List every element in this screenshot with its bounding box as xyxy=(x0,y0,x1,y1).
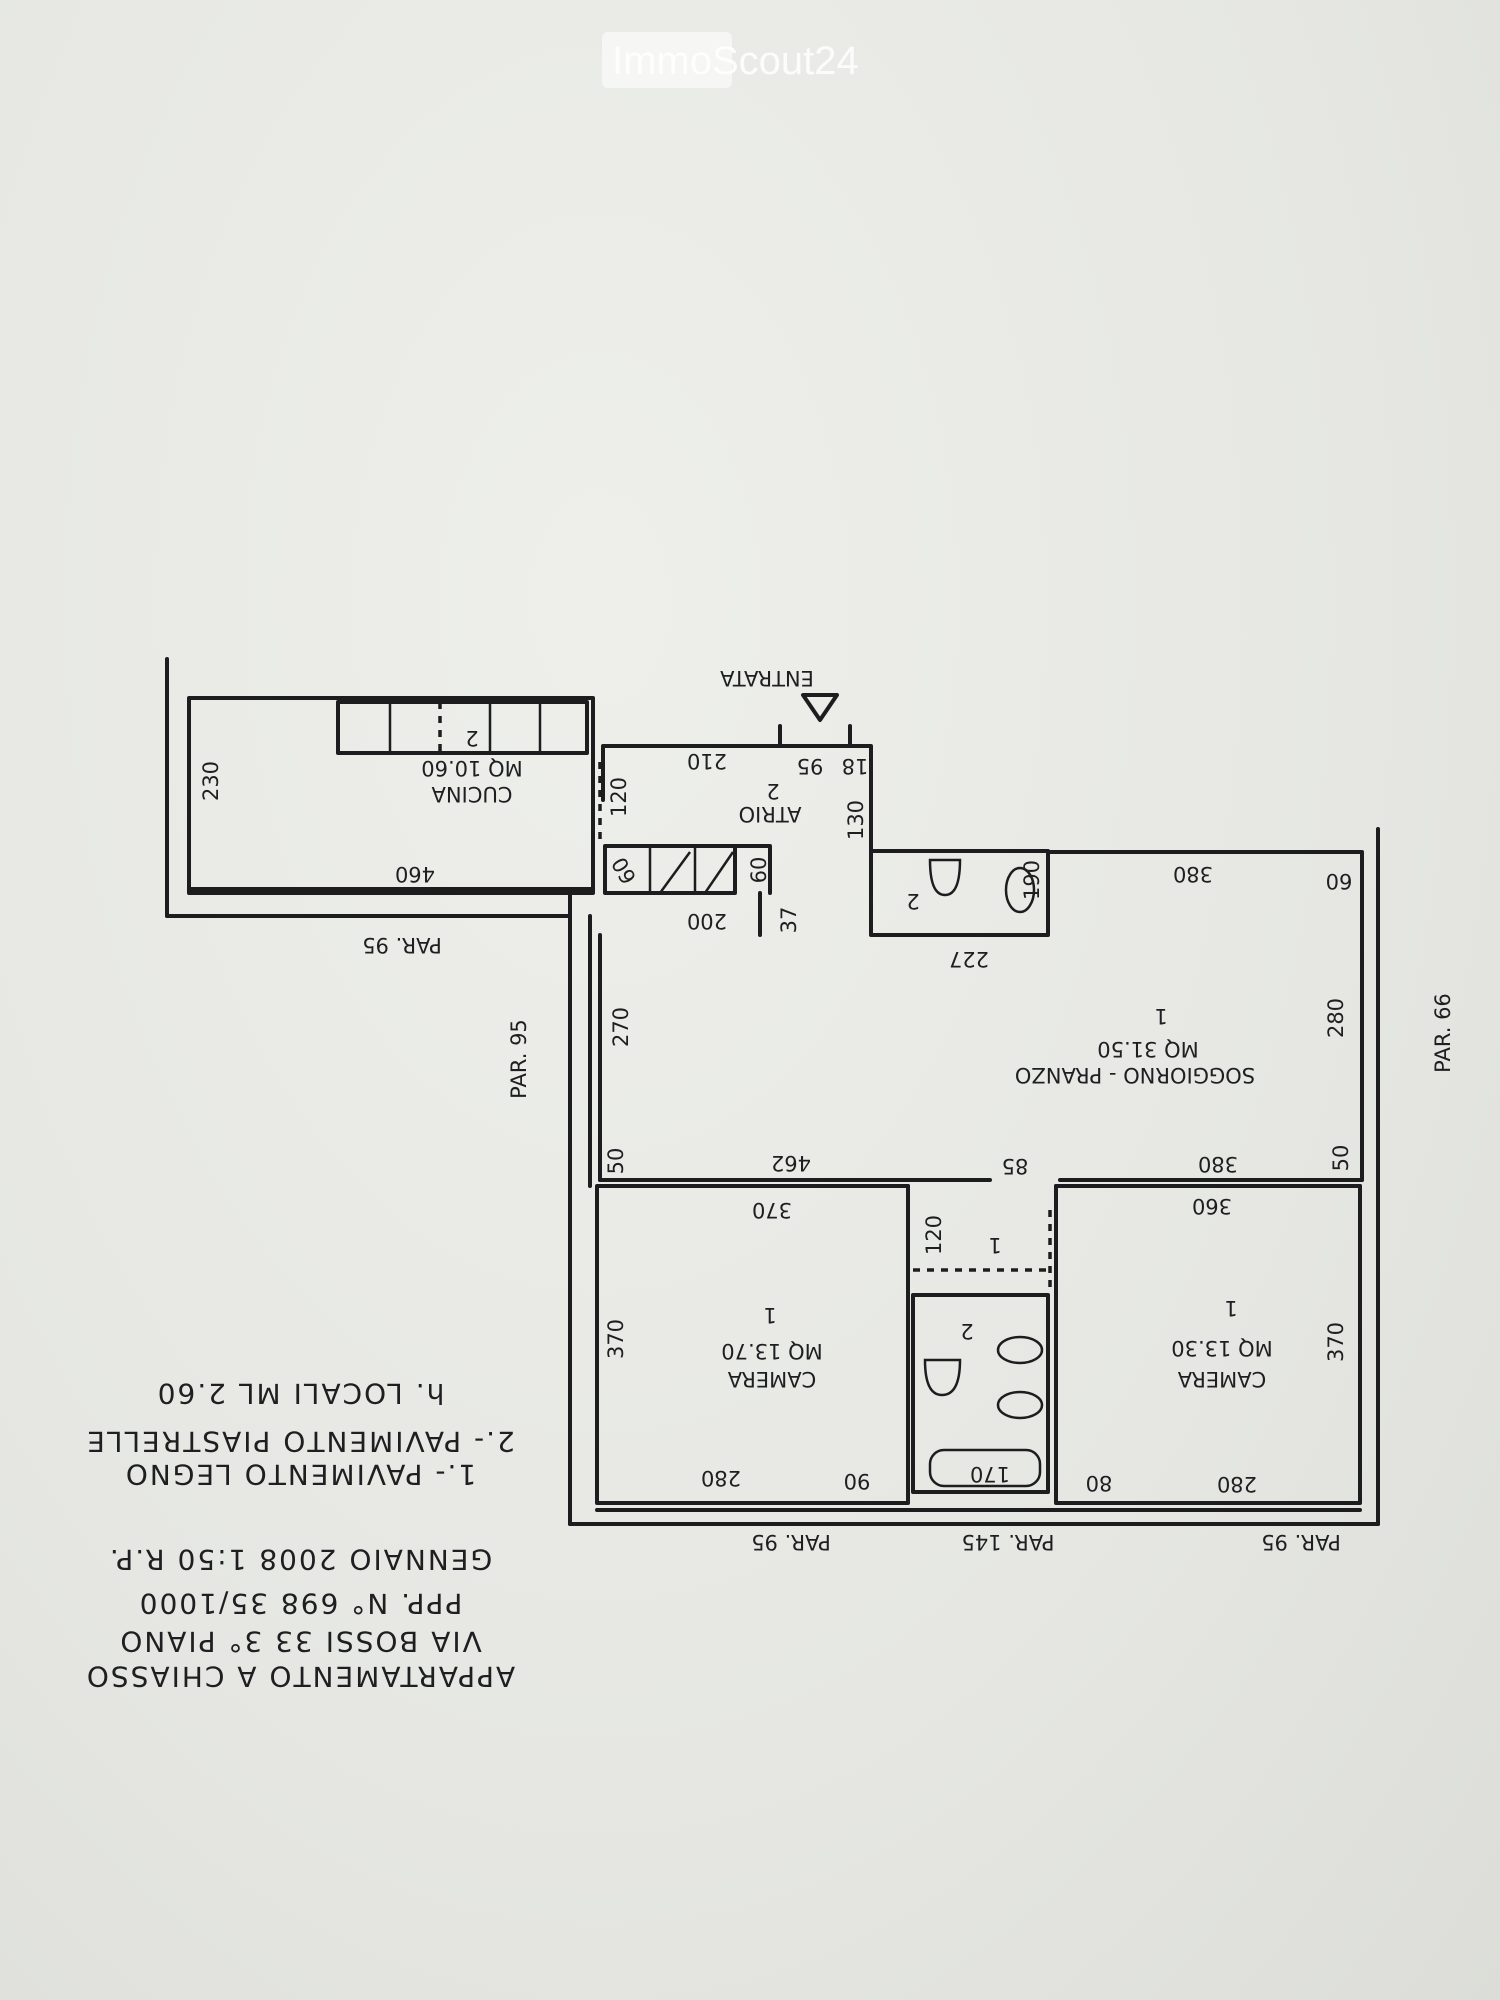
wall-thickness: PAR. 95 xyxy=(362,933,442,957)
entrance-arrow-icon xyxy=(801,693,839,722)
dimension: 60 xyxy=(1326,869,1353,893)
dimension: 60 xyxy=(747,857,771,884)
wall-thickness: PAR. 95 xyxy=(751,1530,831,1554)
dimension: 80 xyxy=(1086,1471,1113,1495)
wall-thickness: PAR. 95 xyxy=(1261,1530,1341,1554)
dimension: 280 xyxy=(701,1466,741,1490)
floor-code: 2 xyxy=(465,726,478,750)
dimension: 95 xyxy=(797,754,824,778)
dimension: 360 xyxy=(1192,1194,1232,1218)
floor-code: 1 xyxy=(1154,1004,1167,1028)
bathroom-sink-icon xyxy=(923,1358,962,1397)
dimension: 370 xyxy=(1324,1322,1348,1362)
bottom-outer-wall xyxy=(568,1508,1380,1526)
dimension: 380 xyxy=(1173,862,1213,886)
dimension: 50 xyxy=(1329,1145,1353,1172)
bedroom-right-walls xyxy=(1054,1184,1362,1505)
title-parcel: PPP. N° 698 35/1000 xyxy=(138,1587,463,1620)
dimension: 270 xyxy=(609,1007,633,1047)
bidet-icon xyxy=(996,1335,1044,1365)
dimension: 120 xyxy=(607,777,631,817)
dimension: 37 xyxy=(777,907,801,934)
room-area: MQ 10.60 xyxy=(421,756,522,780)
floor-code: 2 xyxy=(960,1319,973,1343)
bathroom-walls xyxy=(911,1293,1050,1494)
dimension: 60 xyxy=(607,853,641,888)
dimension: 280 xyxy=(1324,998,1348,1038)
dimension: 120 xyxy=(922,1215,946,1255)
title-address: VIA BOSSI 33 3° PIANO xyxy=(118,1625,481,1658)
wc-icon xyxy=(996,1390,1044,1420)
dimension: 90 xyxy=(844,1469,871,1493)
atrio-walls xyxy=(601,744,873,853)
floor-code: 1 xyxy=(1224,1296,1237,1320)
dimension: 460 xyxy=(395,862,435,886)
kitchen-walls xyxy=(187,696,595,895)
dimension: 130 xyxy=(844,800,868,840)
watermark-text: ImmoScout24 xyxy=(612,39,859,83)
room-name: CAMERA xyxy=(727,1367,816,1391)
title-heading: APPARTAMENTO A CHIASSO xyxy=(85,1660,515,1693)
wall-thickness: PAR. 145 xyxy=(962,1530,1055,1554)
room-area: MQ 13.70 xyxy=(721,1339,822,1363)
bathtub-icon xyxy=(928,1448,1042,1488)
legend-item: 1.- PAVIMENTO LEGNO xyxy=(124,1458,476,1491)
title-date-scale: GENNAIO 2008 1:50 R.P. xyxy=(108,1543,492,1576)
walls xyxy=(165,657,1380,1526)
room-area: MQ 13.30 xyxy=(1171,1336,1272,1360)
floor-code: 2 xyxy=(766,779,779,803)
legend-item: 2.- PAVIMENTO PIASTRELLE xyxy=(85,1425,515,1458)
dimension: 210 xyxy=(687,749,727,773)
dimension: 227 xyxy=(949,947,989,971)
legend-height: h. LOCALI ML 2.60 xyxy=(156,1377,445,1410)
dimension: 370 xyxy=(604,1319,628,1359)
wall-thickness: PAR. 95 xyxy=(507,1019,531,1099)
room-name: ATRIO xyxy=(739,802,802,826)
immoscout-logo: ImmoScout24 xyxy=(602,32,859,88)
wardrobe xyxy=(603,844,737,895)
living-walls xyxy=(598,850,1364,1182)
left-outer-wall xyxy=(568,891,592,1526)
dimension: 18 xyxy=(842,754,869,778)
dimension: 230 xyxy=(199,761,223,801)
entrance-label: ENTRATA xyxy=(719,666,813,690)
floor-code: 2 xyxy=(906,889,919,913)
floor-code: 1 xyxy=(988,1233,1001,1257)
floor-code: 1 xyxy=(763,1303,776,1327)
dimension: 50 xyxy=(604,1148,628,1175)
kitchen-counter xyxy=(336,700,589,755)
room-name: CUCINA xyxy=(431,782,513,806)
dimension: 190 xyxy=(1020,860,1044,900)
dimension: 380 xyxy=(1198,1152,1238,1176)
dimension: 200 xyxy=(687,909,727,933)
wall-thickness: PAR. 66 xyxy=(1431,993,1455,1073)
dimension: 170 xyxy=(970,1462,1010,1486)
room-area: MQ 31.50 xyxy=(1097,1037,1198,1061)
bedroom-left-walls xyxy=(595,1184,910,1505)
room-name: SOGGIORNO - PRANZO xyxy=(1015,1063,1255,1087)
dimension: 280 xyxy=(1217,1472,1257,1496)
dimension: 85 xyxy=(1002,1154,1029,1178)
dimension: 462 xyxy=(771,1151,811,1175)
room-name: CAMERA xyxy=(1177,1367,1266,1391)
dimension: 370 xyxy=(752,1198,792,1222)
toilet-icon xyxy=(1004,866,1036,914)
sink-icon xyxy=(928,858,962,897)
